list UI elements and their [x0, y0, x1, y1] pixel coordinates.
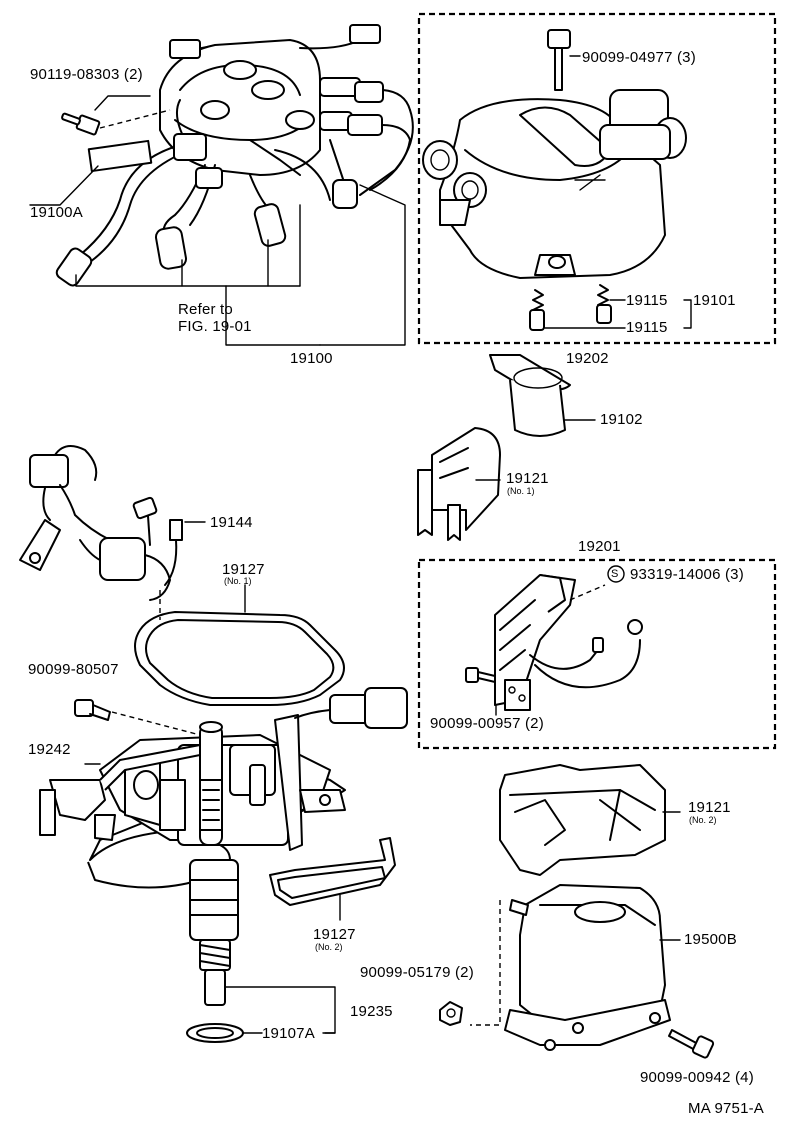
housing-19500B-drawing — [470, 884, 681, 1051]
callout-lines-19100 — [75, 184, 406, 346]
bolt-90099-00942-drawing — [668, 1029, 715, 1059]
cover-19121-no2-drawing — [499, 764, 681, 876]
label-s-symbol: S — [611, 568, 619, 580]
label-refer-to: Refer to — [178, 301, 233, 318]
label-19201: 19201 — [578, 538, 621, 555]
gasket-19127-no2-drawing — [269, 837, 396, 921]
cover-19121-no1-drawing — [417, 427, 501, 541]
label-90119-08303: 90119-08303 (2) — [30, 66, 143, 83]
label-90099-00957: 90099-00957 (2) — [430, 715, 544, 732]
label-19101: 19101 — [693, 292, 736, 309]
label-19100: 19100 — [290, 350, 333, 367]
distributor-cap-drawing — [422, 29, 692, 331]
nut-90099-05179-drawing — [439, 1001, 463, 1026]
rotor-19102-drawing — [489, 354, 596, 437]
label-19115-upper: 19115 — [626, 292, 668, 309]
label-19100A: 19100A — [30, 204, 83, 221]
pickup-coil-19201-drawing — [465, 574, 643, 716]
diagram-id: MA 9751-A — [688, 1100, 765, 1117]
label-fig-19-01[interactable]: FIG. 19-01 — [178, 318, 252, 335]
distributor-assembly-drawing — [55, 24, 414, 287]
label-19500B: 19500B — [684, 931, 737, 948]
bracket-19242-drawing — [39, 744, 201, 841]
label-sheet-19100A-drawing — [29, 139, 153, 206]
label-90099-04977: 90099-04977 (3) — [582, 49, 696, 66]
label-90099-80507: 90099-80507 — [28, 661, 119, 678]
bolt-90119-08303-drawing — [61, 95, 171, 136]
label-19127-no1-sub: (No. 1) — [224, 576, 252, 586]
label-19127-no1: 19127 — [222, 561, 265, 578]
bolt-90099-80507-drawing — [74, 699, 201, 736]
label-90099-00942: 90099-00942 (4) — [640, 1069, 754, 1086]
label-19127-no2: 19127 — [313, 926, 356, 943]
label-19102: 19102 — [600, 411, 643, 428]
label-19242: 19242 — [28, 741, 71, 758]
gasket-19127-no1-drawing — [134, 584, 345, 706]
standard-part-circle — [607, 565, 625, 583]
distributor-housing-drawing — [87, 687, 408, 1043]
label-19202: 19202 — [566, 350, 609, 367]
label-19121-no2-sub: (No. 2) — [689, 815, 717, 825]
label-19235: 19235 — [350, 1003, 393, 1020]
harness-19144-drawing — [19, 445, 206, 620]
label-19107A: 19107A — [262, 1025, 315, 1042]
label-19144: 19144 — [210, 514, 253, 531]
label-19121-no2: 19121 — [688, 799, 731, 816]
label-19115-lower: 19115 — [626, 319, 668, 336]
label-19121-no1: 19121 — [506, 470, 549, 487]
dashed-box-19201 — [417, 558, 777, 750]
label-19121-no1-sub: (No. 1) — [507, 486, 535, 496]
label-19127-no2-sub: (No. 2) — [315, 942, 343, 952]
label-93319-14006: 93319-14006 (3) — [630, 566, 744, 583]
label-90099-05179: 90099-05179 (2) — [360, 964, 474, 981]
